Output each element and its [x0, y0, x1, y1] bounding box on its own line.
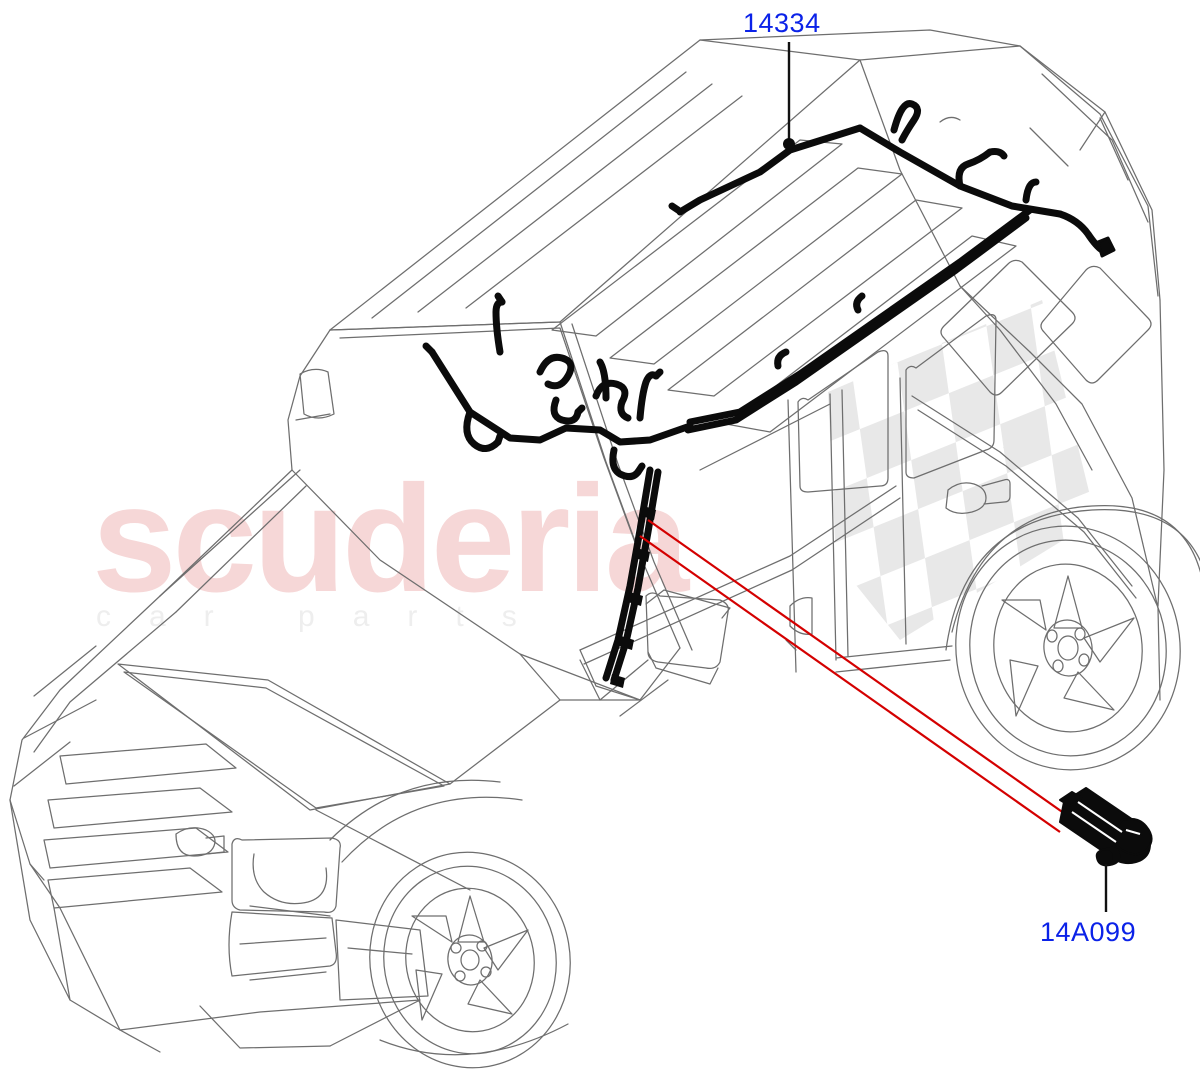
watermark-brand: scuderia — [92, 454, 689, 624]
callout-label-14334[interactable]: 14334 — [743, 8, 821, 38]
harness-clips — [610, 506, 656, 688]
vehicle-outline — [9, 29, 1200, 1069]
callout-label-14A099[interactable]: 14A099 — [1040, 917, 1137, 947]
camera-module-part — [1059, 787, 1153, 912]
callout-leader-14334 — [783, 42, 795, 150]
checkered-flag-watermark — [828, 300, 1096, 640]
callout-leader-14A099-red — [639, 519, 1069, 833]
watermark-tagline: car parts — [96, 600, 555, 633]
